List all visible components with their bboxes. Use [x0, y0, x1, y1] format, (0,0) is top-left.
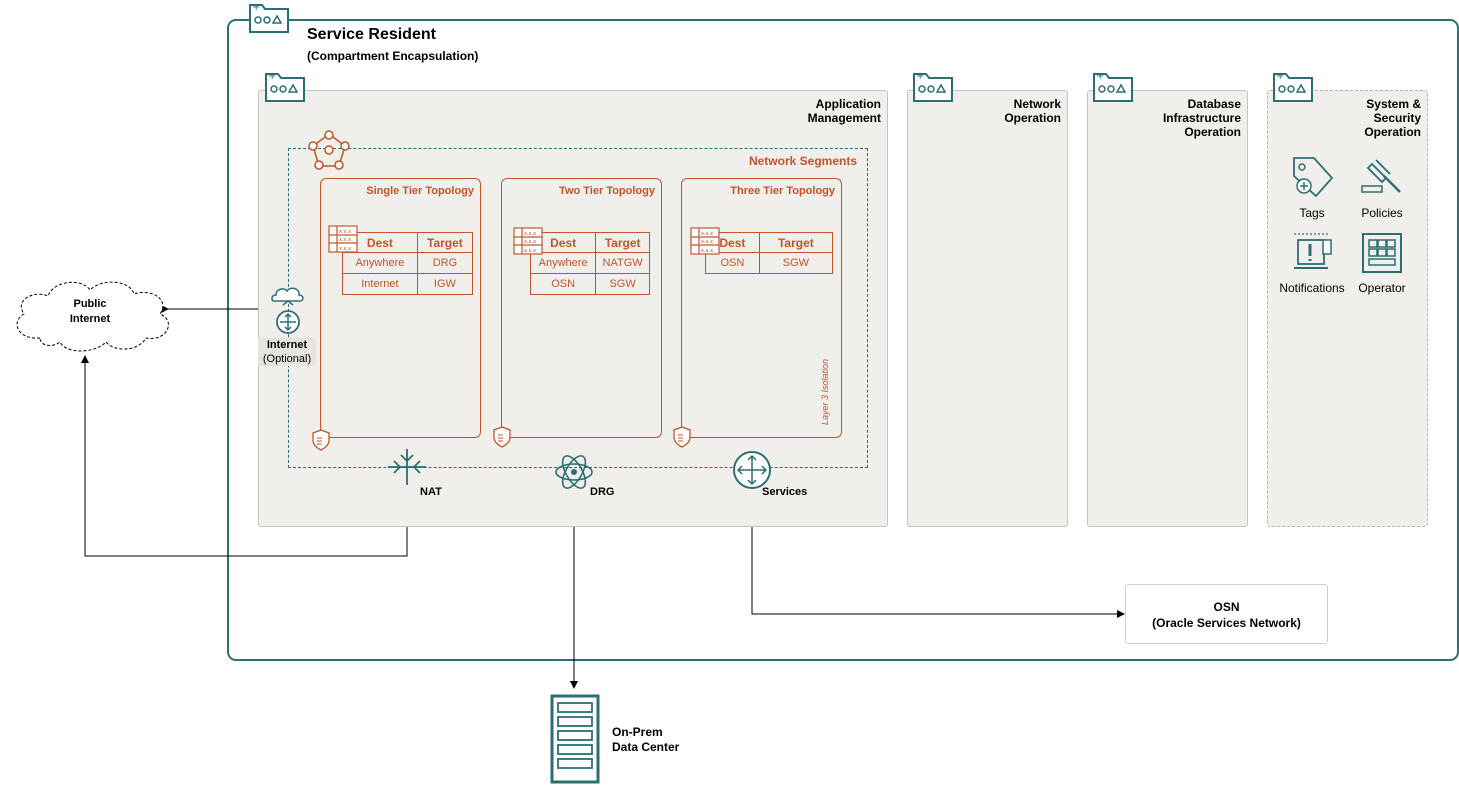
tags-label: Tags	[1299, 206, 1325, 220]
route-cell: OSN	[705, 252, 760, 274]
public-internet-line2: Internet	[69, 313, 111, 325]
internet-gateway-name: Internet	[266, 339, 308, 351]
route-cell: Anywhere	[342, 252, 418, 274]
topology-title: Three Tier Topology	[730, 185, 835, 197]
service-gateway-icon	[733, 451, 771, 489]
onprem-line2: Data Center	[612, 740, 680, 754]
database-label-line1: Database	[1187, 97, 1241, 111]
single-tier-topology: Single Tier Topology	[320, 178, 481, 438]
route-cell: OSN	[529, 273, 597, 295]
application-management-compartment: Application Management	[258, 90, 888, 527]
svg-text:+: +	[252, 2, 260, 13]
compartment-icon: +	[1093, 71, 1133, 102]
service-resident-frame	[227, 19, 1459, 661]
system-label-line3: Operation	[1364, 125, 1421, 139]
application-label-line2: Management	[807, 111, 881, 125]
network-label-line1: Network	[1013, 97, 1061, 111]
service-resident-title: Service Resident	[307, 26, 436, 43]
notifications-icon	[1294, 233, 1332, 269]
security-list-icon	[493, 426, 511, 448]
svg-text:+: +	[1096, 71, 1104, 82]
route-header-target: Target	[416, 232, 474, 253]
topology-title: Two Tier Topology	[559, 185, 655, 197]
compartment-icon: +	[1273, 71, 1313, 102]
network-segments-region	[288, 148, 868, 468]
svg-text:x.x.x: x.x.x	[524, 231, 536, 237]
svg-text:x.x.x: x.x.x	[524, 248, 536, 254]
system-label-line1: System &	[1366, 97, 1421, 111]
route-table-icon: x.x.x x.x.x x.x.x	[328, 225, 358, 253]
svg-text:x.x.x: x.x.x	[524, 239, 536, 245]
nat-label: NAT	[420, 486, 442, 498]
nat-gateway-icon	[388, 449, 426, 485]
topology-title: Single Tier Topology	[366, 185, 474, 197]
drg-icon	[555, 455, 593, 489]
cloud-icon	[16, 281, 169, 352]
internet-gateway-label: Internet (Optional)	[258, 338, 316, 366]
route-cell: DRG	[416, 252, 474, 274]
route-cell: Anywhere	[529, 252, 597, 274]
route-table: Dest Target Anywhere NATGW OSN SGW	[529, 232, 650, 295]
database-infrastructure-compartment: Database Infrastructure Operation	[1087, 90, 1248, 527]
network-segments-icon	[308, 130, 350, 170]
public-internet-label: Public Internet	[50, 297, 130, 327]
policy-gavel-icon	[1361, 159, 1401, 193]
system-label-line2: Security	[1373, 111, 1421, 125]
route-header-target: Target	[595, 232, 650, 253]
svg-text:x.x.x: x.x.x	[339, 229, 351, 235]
svg-text:x.x.x: x.x.x	[701, 239, 713, 245]
network-operation-compartment: Network Operation	[907, 90, 1068, 527]
osn-box: OSN (Oracle Services Network)	[1125, 584, 1328, 644]
services-label: Services	[762, 486, 808, 498]
database-label-line3: Operation	[1184, 125, 1241, 139]
route-table-icon: x.x.x x.x.x x.x.x	[513, 227, 543, 255]
policies-label: Policies	[1361, 206, 1403, 220]
onprem-line1: On-Prem	[612, 725, 663, 739]
drg-label: DRG	[590, 486, 615, 498]
svg-text:x.x.x: x.x.x	[339, 237, 351, 243]
operator-label: Operator	[1358, 281, 1406, 295]
route-cell: Internet	[342, 273, 418, 295]
route-table: Dest Target OSN SGW	[705, 232, 834, 274]
svg-text:+: +	[916, 71, 924, 82]
route-table-icon: x.x.x x.x.x x.x.x	[690, 227, 720, 255]
network-label-line2: Operation	[1004, 111, 1061, 125]
svg-text:x.x.x: x.x.x	[701, 248, 713, 254]
svg-text:+: +	[268, 71, 276, 82]
public-internet-line1: Public	[73, 298, 107, 310]
route-cell: IGW	[416, 273, 474, 295]
svg-text:x.x.x: x.x.x	[701, 231, 713, 237]
security-list-icon	[673, 426, 691, 448]
internet-gateway-icon	[271, 287, 304, 334]
network-segments-label: Network Segments	[748, 154, 857, 168]
three-tier-topology: Three Tier Topology	[681, 178, 842, 438]
notifications-label: Notifications	[1279, 281, 1345, 295]
route-header-dest: Dest	[529, 232, 597, 253]
services-link	[751, 488, 1125, 618]
osn-title: OSN	[1213, 600, 1240, 614]
compartment-icon: +	[265, 71, 305, 102]
svg-text:x.x.x: x.x.x	[339, 246, 351, 252]
security-list-icon	[312, 429, 330, 451]
two-tier-topology: Two Tier Topology	[501, 178, 662, 438]
route-cell: SGW	[595, 273, 650, 295]
route-header-target: Target	[758, 232, 834, 253]
application-label-line1: Application	[815, 97, 881, 111]
operator-console-icon	[1362, 233, 1402, 273]
service-resident-subtitle: (Compartment Encapsulation)	[307, 49, 479, 63]
route-table: Dest Target Anywhere DRG Internet IGW	[342, 232, 474, 295]
osn-subtitle: (Oracle Services Network)	[1152, 616, 1301, 630]
internet-gateway-optional: (Optional)	[262, 353, 312, 365]
server-rack-icon	[550, 694, 600, 784]
svg-text:+: +	[1276, 71, 1284, 82]
route-cell: NATGW	[595, 252, 650, 274]
tag-icon	[1293, 157, 1334, 198]
compartment-icon: +	[249, 2, 289, 33]
onprem-label: On-Prem Data Center	[612, 725, 679, 755]
database-label-line2: Infrastructure	[1162, 111, 1241, 125]
compartment-icon: +	[913, 71, 953, 102]
route-cell: SGW	[758, 252, 834, 274]
